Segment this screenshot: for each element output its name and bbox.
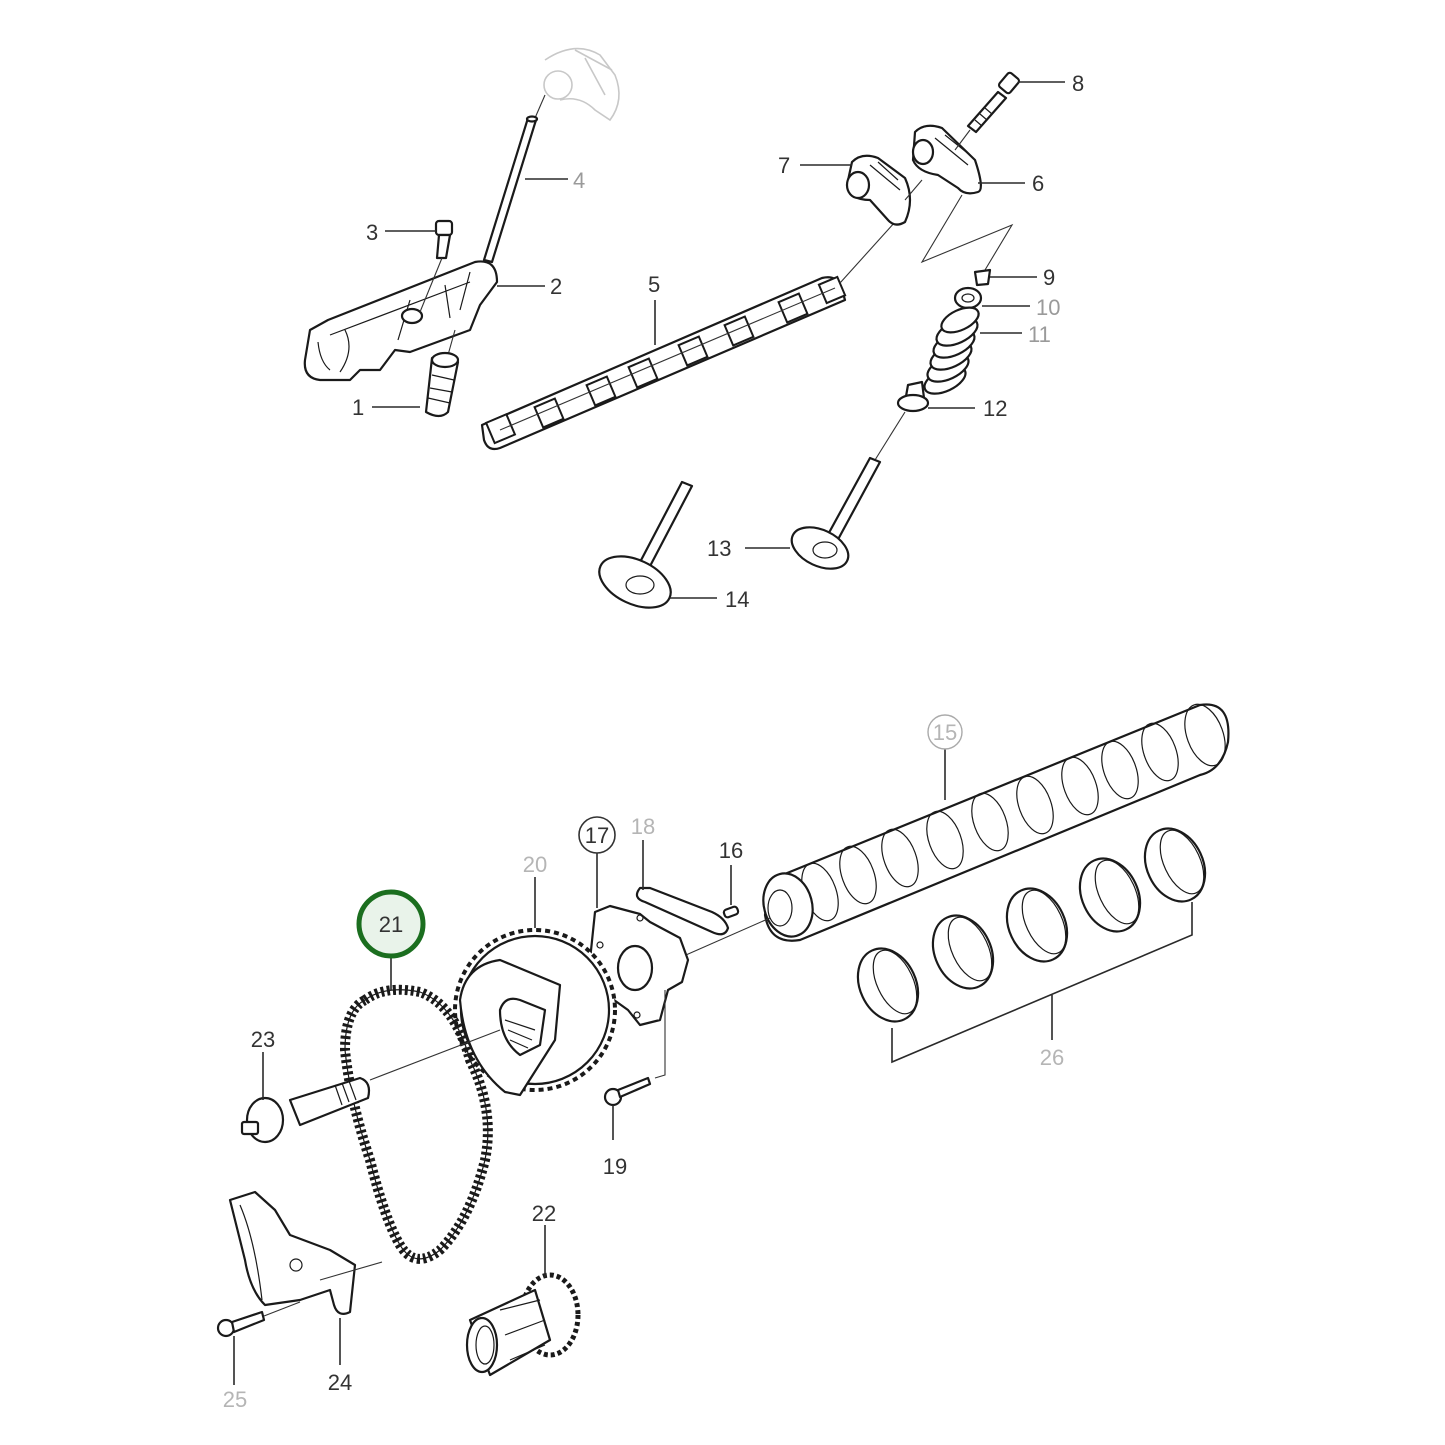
callout-14[interactable]: 14 bbox=[725, 587, 749, 612]
callout-12[interactable]: 12 bbox=[983, 396, 1007, 421]
callout-10[interactable]: 10 bbox=[1036, 295, 1060, 320]
dowel-pin[interactable] bbox=[722, 905, 740, 919]
valve-spring-retainer[interactable] bbox=[953, 286, 983, 310]
camshaft-sprocket[interactable] bbox=[453, 928, 617, 1097]
callout-9[interactable]: 9 bbox=[1043, 265, 1055, 290]
valve-spring[interactable] bbox=[920, 302, 982, 399]
crankshaft-sprocket[interactable] bbox=[465, 1272, 581, 1377]
callout-16[interactable]: 16 bbox=[719, 838, 743, 863]
camshaft-bearings[interactable] bbox=[847, 819, 1217, 1032]
guide-bolt-lower[interactable] bbox=[216, 1301, 301, 1338]
callout-13[interactable]: 13 bbox=[707, 536, 731, 561]
callout-8[interactable]: 8 bbox=[1072, 71, 1084, 96]
intake-valve[interactable] bbox=[591, 480, 694, 618]
sprocket-bolt[interactable] bbox=[603, 990, 666, 1140]
guide-bolt[interactable] bbox=[419, 219, 454, 313]
valve-keeper[interactable] bbox=[973, 268, 992, 287]
pushrod[interactable] bbox=[482, 94, 546, 264]
callout-2[interactable]: 2 bbox=[550, 274, 562, 299]
chain-tensioner-guide[interactable] bbox=[228, 1190, 383, 1315]
callout-24[interactable]: 24 bbox=[328, 1370, 352, 1395]
callout-18[interactable]: 18 bbox=[631, 814, 655, 839]
exhaust-valve[interactable] bbox=[785, 456, 882, 577]
callout-20[interactable]: 20 bbox=[523, 852, 547, 877]
callout-21-selected[interactable]: 21 bbox=[356, 889, 426, 959]
ghost-rocker-arm-illustration bbox=[543, 47, 620, 122]
rocker-arm-left[interactable] bbox=[845, 154, 912, 226]
rocker-arm-right[interactable] bbox=[911, 124, 982, 195]
callout-22[interactable]: 22 bbox=[532, 1201, 556, 1226]
callout-23[interactable]: 23 bbox=[251, 1027, 275, 1052]
callout-7[interactable]: 7 bbox=[778, 153, 790, 178]
callout-25[interactable]: 25 bbox=[223, 1387, 247, 1412]
valve-stem-seal[interactable] bbox=[896, 380, 930, 413]
lower-leader-lines bbox=[233, 745, 946, 1385]
rocker-arm-support[interactable] bbox=[480, 275, 847, 451]
camshaft[interactable] bbox=[757, 699, 1233, 942]
callout-15[interactable]: 15 bbox=[927, 714, 963, 750]
callout-4[interactable]: 4 bbox=[573, 168, 585, 193]
callout-21-label: 21 bbox=[379, 912, 403, 937]
camshaft-sprocket-bolt[interactable] bbox=[240, 1029, 501, 1144]
lifter-guide[interactable] bbox=[303, 260, 499, 382]
callout-17-label: 17 bbox=[585, 823, 609, 848]
callout-3[interactable]: 3 bbox=[366, 220, 378, 245]
callout-5[interactable]: 5 bbox=[648, 272, 660, 297]
hydraulic-lifter[interactable] bbox=[424, 329, 460, 418]
rocker-arm-bolt[interactable] bbox=[954, 71, 1021, 151]
callout-26[interactable]: 26 bbox=[1040, 1045, 1064, 1070]
callout-11[interactable]: 11 bbox=[1028, 322, 1051, 347]
callout-17[interactable]: 17 bbox=[578, 816, 616, 854]
upper-leader-lines bbox=[372, 81, 1065, 599]
callout-19[interactable]: 19 bbox=[603, 1154, 627, 1179]
callout-15-label: 15 bbox=[933, 720, 957, 745]
thrust-plate[interactable] bbox=[635, 886, 730, 936]
callout-1[interactable]: 1 bbox=[352, 395, 364, 420]
callout-6[interactable]: 6 bbox=[1032, 171, 1044, 196]
